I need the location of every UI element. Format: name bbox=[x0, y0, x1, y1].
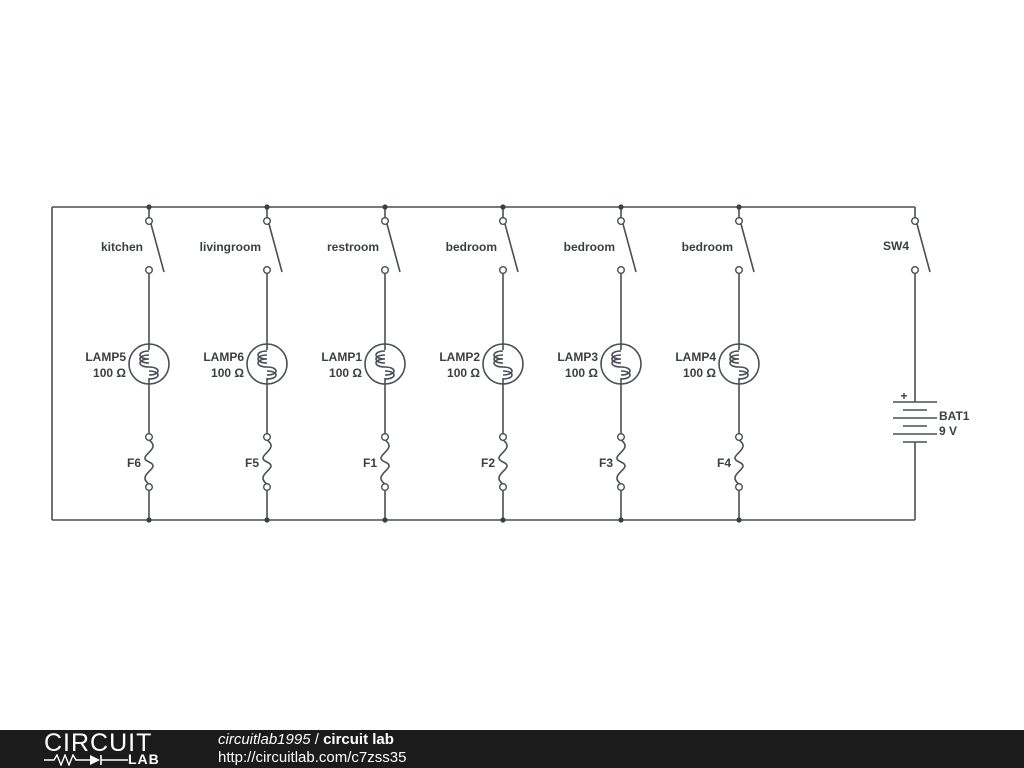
branch-5-top-node bbox=[618, 204, 624, 210]
fuse-label: F5 bbox=[245, 456, 259, 470]
lamp-filament-icon bbox=[493, 344, 513, 384]
lamp-label: LAMP2 bbox=[439, 350, 480, 364]
fuse-terminal bbox=[144, 433, 153, 442]
branch-1-top-node bbox=[146, 204, 152, 210]
branch-6-top-node bbox=[736, 204, 742, 210]
battery-value-label: 9 V bbox=[939, 424, 957, 438]
fuse-label: F3 bbox=[599, 456, 613, 470]
branch-4-switch-blade bbox=[504, 223, 519, 273]
fuse-terminal bbox=[263, 483, 272, 492]
branch-5-bottom-node bbox=[618, 517, 624, 523]
fuse-label: F4 bbox=[717, 456, 731, 470]
branch-2-bottom-node bbox=[264, 517, 270, 523]
source-switch-label: SW4 bbox=[883, 239, 909, 253]
switch-label: kitchen bbox=[101, 240, 143, 254]
fuse-terminal bbox=[617, 433, 626, 442]
switch-label: bedroom bbox=[682, 240, 733, 254]
fuse-terminal bbox=[617, 483, 626, 492]
fuse-terminal bbox=[735, 433, 744, 442]
lamp-filament-icon bbox=[729, 344, 749, 384]
fuse-label: F6 bbox=[127, 456, 141, 470]
fuse-icon bbox=[262, 439, 272, 485]
branch-2-switch-blade bbox=[268, 223, 283, 273]
lamp-label: LAMP1 bbox=[321, 350, 362, 364]
branch-5-switch-terminal bbox=[617, 216, 626, 225]
branch-6-switch-blade bbox=[740, 223, 755, 273]
lamp-value-label: 100 Ω bbox=[329, 366, 362, 380]
lamp-value-label: 100 Ω bbox=[447, 366, 480, 380]
components bbox=[128, 204, 937, 523]
fuse-label: F1 bbox=[363, 456, 377, 470]
source-switch-terminal bbox=[911, 266, 920, 275]
author-link[interactable]: circuitlab1995 bbox=[218, 731, 311, 748]
circuit-title[interactable]: circuit lab bbox=[323, 731, 394, 748]
switch-label: livingroom bbox=[200, 240, 261, 254]
source-switch-terminal bbox=[911, 216, 920, 225]
fuse-icon bbox=[144, 439, 154, 485]
branch-3-switch-terminal bbox=[381, 266, 390, 275]
lamp-filament-icon bbox=[611, 344, 631, 384]
branch-4-top-node bbox=[500, 204, 506, 210]
branch-6-bottom-node bbox=[736, 517, 742, 523]
footer-bar: CIRCUIT LAB circuitlab1995 / circuit lab… bbox=[0, 730, 1024, 768]
lamp-value-label: 100 Ω bbox=[683, 366, 716, 380]
switch-label: bedroom bbox=[564, 240, 615, 254]
fuse-icon bbox=[734, 439, 744, 485]
battery-polarity-label: + bbox=[900, 389, 907, 403]
branch-6-switch-terminal bbox=[735, 266, 744, 275]
branch-3-switch-blade bbox=[386, 223, 401, 273]
fuse-terminal bbox=[144, 483, 153, 492]
branch-3-top-node bbox=[382, 204, 388, 210]
branch-1-switch-blade bbox=[150, 223, 165, 273]
lamp-label: LAMP3 bbox=[557, 350, 598, 364]
branch-3-bottom-node bbox=[382, 517, 388, 523]
footer-credit: circuitlab1995 / circuit lab bbox=[218, 731, 394, 748]
branch-1-bottom-node bbox=[146, 517, 152, 523]
fuse-icon bbox=[498, 439, 508, 485]
branch-3-switch-terminal bbox=[381, 216, 390, 225]
fuse-icon bbox=[380, 439, 390, 485]
lamp-filament-icon bbox=[375, 344, 395, 384]
fuse-terminal bbox=[381, 483, 390, 492]
branch-4-bottom-node bbox=[500, 517, 506, 523]
diode-logo-icon bbox=[44, 754, 128, 766]
separator: / bbox=[310, 731, 324, 748]
circuit-url[interactable]: http://circuitlab.com/c7zss35 bbox=[218, 749, 407, 766]
branch-2-switch-terminal bbox=[263, 216, 272, 225]
lamp-value-label: 100 Ω bbox=[211, 366, 244, 380]
fuse-terminal bbox=[263, 433, 272, 442]
lamp-filament-icon bbox=[139, 344, 159, 384]
lamp-value-label: 100 Ω bbox=[93, 366, 126, 380]
battery-label: BAT1 bbox=[939, 409, 970, 423]
lamp-label: LAMP4 bbox=[675, 350, 716, 364]
branch-2-top-node bbox=[264, 204, 270, 210]
fuse-terminal bbox=[381, 433, 390, 442]
source-switch-blade bbox=[916, 223, 931, 273]
circuitlab-logo[interactable]: CIRCUIT bbox=[44, 729, 153, 757]
branch-5-switch-terminal bbox=[617, 266, 626, 275]
fuse-terminal bbox=[499, 433, 508, 442]
fuse-label: F2 bbox=[481, 456, 495, 470]
fuse-terminal bbox=[735, 483, 744, 492]
branch-1-switch-terminal bbox=[144, 266, 153, 275]
branch-5-switch-blade bbox=[622, 223, 637, 273]
branch-4-switch-terminal bbox=[499, 216, 508, 225]
fuse-terminal bbox=[499, 483, 508, 492]
lamp-label: LAMP6 bbox=[203, 350, 244, 364]
switch-label: bedroom bbox=[446, 240, 497, 254]
branch-2-switch-terminal bbox=[263, 266, 272, 275]
switch-label: restroom bbox=[327, 240, 379, 254]
lamp-label: LAMP5 bbox=[85, 350, 126, 364]
wires bbox=[51, 206, 916, 521]
circuitlab-logo-sub: LAB bbox=[128, 751, 160, 767]
fuse-icon bbox=[616, 439, 626, 485]
branch-4-switch-terminal bbox=[499, 266, 508, 275]
lamp-value-label: 100 Ω bbox=[565, 366, 598, 380]
lamp-filament-icon bbox=[257, 344, 277, 384]
branch-6-switch-terminal bbox=[735, 216, 744, 225]
branch-1-switch-terminal bbox=[144, 216, 153, 225]
